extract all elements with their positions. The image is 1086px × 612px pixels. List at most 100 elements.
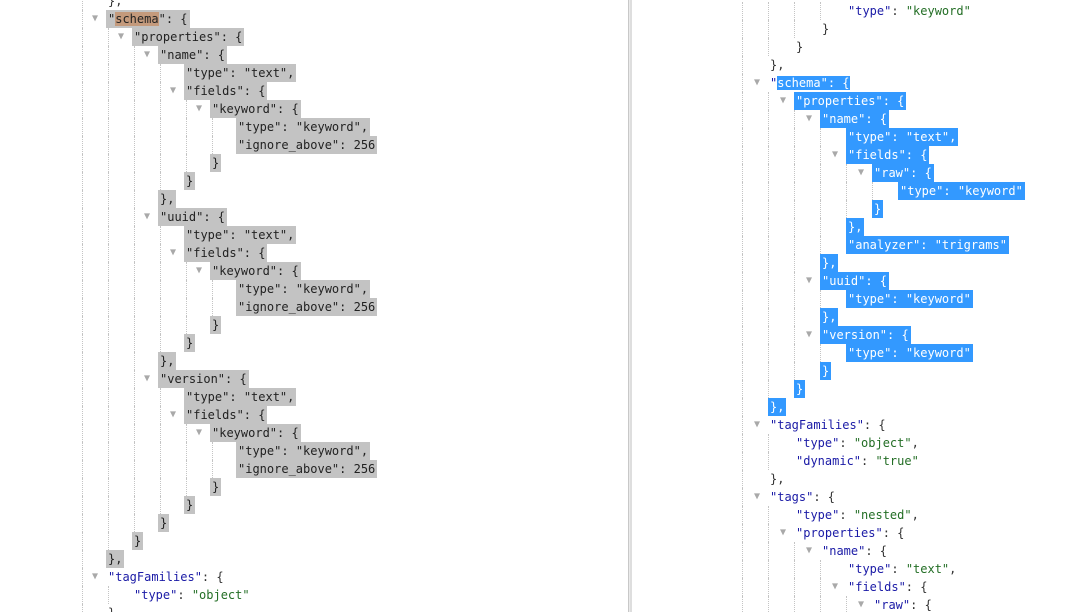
triangle-down-icon[interactable]: ▼ (169, 247, 177, 258)
json-key: "uuid" (822, 274, 866, 288)
json-punct: : (891, 562, 906, 576)
json-line-text: } (820, 362, 832, 380)
indent-guide (794, 308, 795, 326)
json-string: "text" (905, 562, 950, 576)
indent-guide (186, 316, 187, 334)
triangle-down-icon[interactable]: ▼ (805, 113, 813, 124)
json-string: "true" (875, 454, 919, 468)
json-string: "trigrams" (934, 238, 1007, 252)
indent-guide (82, 82, 83, 100)
indent-guide (212, 460, 213, 478)
triangle-down-icon[interactable]: ▼ (779, 527, 787, 538)
json-key: "keyword" (212, 426, 278, 440)
indent-guide (820, 200, 821, 218)
triangle-down-icon[interactable]: ▼ (169, 409, 177, 420)
json-punct: : (891, 346, 906, 360)
triangle-down-icon[interactable]: ▼ (857, 599, 865, 610)
json-punct: }, (822, 310, 837, 324)
json-line-text: "type": "object", (794, 434, 921, 452)
indent-guide (742, 92, 743, 110)
json-line: } (0, 334, 628, 352)
json-line: ▼"schema": { (0, 10, 628, 28)
json-punct: }, (770, 400, 785, 414)
json-line-text: "ignore_above": 256 (236, 136, 378, 154)
triangle-down-icon[interactable]: ▼ (831, 581, 839, 592)
indent-guide (768, 164, 769, 182)
triangle-down-icon[interactable]: ▼ (753, 77, 761, 88)
indent-guide (742, 74, 743, 92)
json-punct: , (360, 282, 369, 296)
json-line: "dynamic": "true" (632, 452, 1086, 470)
triangle-down-icon[interactable]: ▼ (753, 491, 761, 502)
json-line: ▼"fields": { (0, 82, 628, 100)
json-line-text: }, (768, 470, 786, 488)
indent-guide (820, 236, 821, 254)
json-key: "type" (848, 292, 892, 306)
triangle-down-icon[interactable]: ▼ (143, 373, 151, 384)
triangle-down-icon[interactable]: ▼ (143, 49, 151, 60)
json-line: ▼"name": { (0, 46, 628, 64)
indent-guide (134, 388, 135, 406)
indent-guide (82, 550, 83, 568)
triangle-down-icon[interactable]: ▼ (805, 275, 813, 286)
json-punct: : { (910, 598, 932, 612)
json-line-text: "type": "keyword" (846, 290, 973, 308)
json-punct: : (229, 66, 244, 80)
triangle-down-icon[interactable]: ▼ (195, 427, 203, 438)
json-punct: : { (865, 112, 888, 126)
indent-guide (794, 254, 795, 272)
triangle-down-icon[interactable]: ▼ (805, 329, 813, 340)
indent-guide (768, 92, 769, 110)
json-line-text: "properties": { (132, 28, 245, 46)
json-key: "tagFamilies" (108, 570, 202, 584)
triangle-down-icon[interactable]: ▼ (805, 545, 813, 556)
indent-guide (846, 200, 847, 218)
json-line-text: } (106, 604, 117, 612)
indent-guide (212, 280, 213, 298)
triangle-down-icon[interactable]: ▼ (195, 103, 203, 114)
json-punct: : { (827, 76, 850, 90)
triangle-down-icon[interactable]: ▼ (831, 149, 839, 160)
indent-guide (108, 496, 109, 514)
json-line-text: "dynamic": "true" (794, 452, 921, 470)
json-key: " (158, 12, 166, 26)
indent-guide (108, 100, 109, 118)
json-line-text: } (184, 496, 196, 514)
indent-guide (82, 280, 83, 298)
indent-guide (768, 146, 769, 164)
json-punct: : (891, 130, 906, 144)
indent-guide (794, 578, 795, 596)
json-punct: }, (160, 354, 175, 368)
indent-guide (108, 586, 109, 604)
pane-splitter[interactable] (628, 0, 633, 612)
indent-guide (742, 182, 743, 200)
json-line-text: "type": "text", (184, 226, 297, 244)
json-line-text: "version": { (820, 326, 911, 344)
indent-guide (186, 118, 187, 136)
indent-guide (742, 398, 743, 416)
json-line-text: }, (820, 308, 839, 326)
triangle-down-icon[interactable]: ▼ (753, 419, 761, 430)
indent-guide (82, 28, 83, 46)
json-string: "keyword" (295, 444, 361, 458)
json-line-text: } (184, 334, 196, 352)
indent-guide (160, 298, 161, 316)
triangle-down-icon[interactable]: ▼ (91, 13, 99, 24)
json-punct: , (287, 66, 295, 80)
triangle-down-icon[interactable]: ▼ (143, 211, 151, 222)
indent-guide (742, 56, 743, 74)
triangle-down-icon[interactable]: ▼ (91, 571, 99, 582)
indent-guide (108, 298, 109, 316)
triangle-down-icon[interactable]: ▼ (195, 265, 203, 276)
json-line: "analyzer": "trigrams" (632, 236, 1086, 254)
json-line: "ignore_above": 256 (0, 460, 628, 478)
triangle-down-icon[interactable]: ▼ (169, 85, 177, 96)
json-punct: : { (910, 166, 932, 180)
indent-guide (108, 424, 109, 442)
triangle-down-icon[interactable]: ▼ (857, 167, 865, 178)
triangle-down-icon[interactable]: ▼ (779, 95, 787, 106)
json-line-text: "tags": { (768, 488, 837, 506)
triangle-down-icon[interactable]: ▼ (117, 31, 125, 42)
json-line: "type": "keyword", (0, 442, 628, 460)
indent-guide (768, 344, 769, 362)
